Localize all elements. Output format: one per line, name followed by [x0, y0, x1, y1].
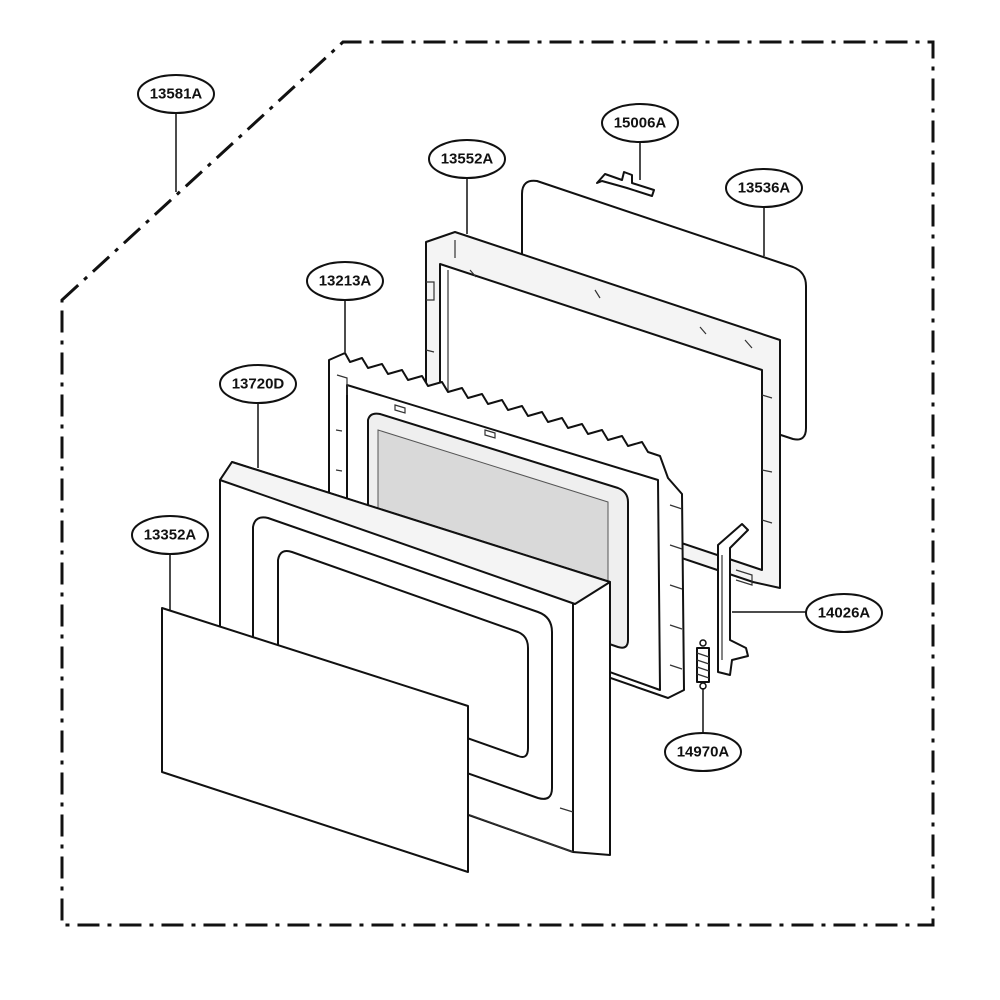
callout-label: 14970A	[677, 744, 730, 761]
callout-label: 13352A	[144, 527, 197, 544]
callout-13352A: 13352A	[131, 515, 209, 555]
part-front-glass	[161, 607, 469, 873]
callout-label: 15006A	[614, 115, 667, 132]
callout-label: 13552A	[441, 151, 494, 168]
callout-label: 13720D	[232, 376, 285, 393]
callout-13552A: 13552A	[428, 139, 506, 179]
leader-lines	[169, 113, 808, 734]
part-spring	[696, 639, 710, 690]
callout-14970A: 14970A	[664, 732, 742, 772]
part-latch-hook	[717, 523, 753, 676]
callout-14026A: 14026A	[805, 593, 883, 633]
callout-label: 14026A	[818, 605, 871, 622]
callout-13213A: 13213A	[306, 261, 384, 301]
callout-13581A: 13581A	[137, 74, 215, 114]
callout-label: 13581A	[150, 86, 203, 103]
callout-label: 13213A	[319, 273, 372, 290]
assembly-boundary	[60, 40, 935, 927]
callout-label: 13536A	[738, 180, 791, 197]
callout-13536A: 13536A	[725, 168, 803, 208]
callout-15006A: 15006A	[601, 103, 679, 143]
part-latch-clip	[596, 171, 655, 197]
callout-13720D: 13720D	[219, 364, 297, 404]
